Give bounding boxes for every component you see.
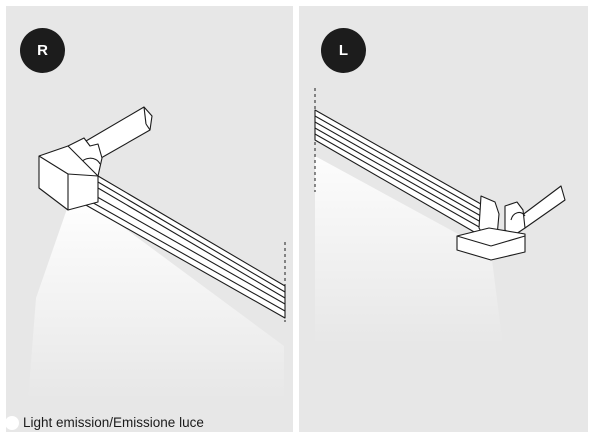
legend-label: Light emission/Emissione luce (23, 415, 204, 430)
panel-right-version: R (6, 6, 293, 432)
profile-right-drawing (28, 106, 286, 401)
light-beam (315, 156, 503, 346)
panel-left-version: L (299, 6, 588, 432)
light-emission-swatch (5, 415, 19, 430)
badge-left: L (321, 28, 366, 73)
clip-handle (520, 185, 566, 229)
badge-right: R (20, 28, 65, 73)
profile-left-drawing (314, 88, 566, 346)
light-beam (28, 204, 284, 401)
end-cap (456, 227, 526, 261)
legend: Light emission/Emissione luce (5, 415, 204, 430)
